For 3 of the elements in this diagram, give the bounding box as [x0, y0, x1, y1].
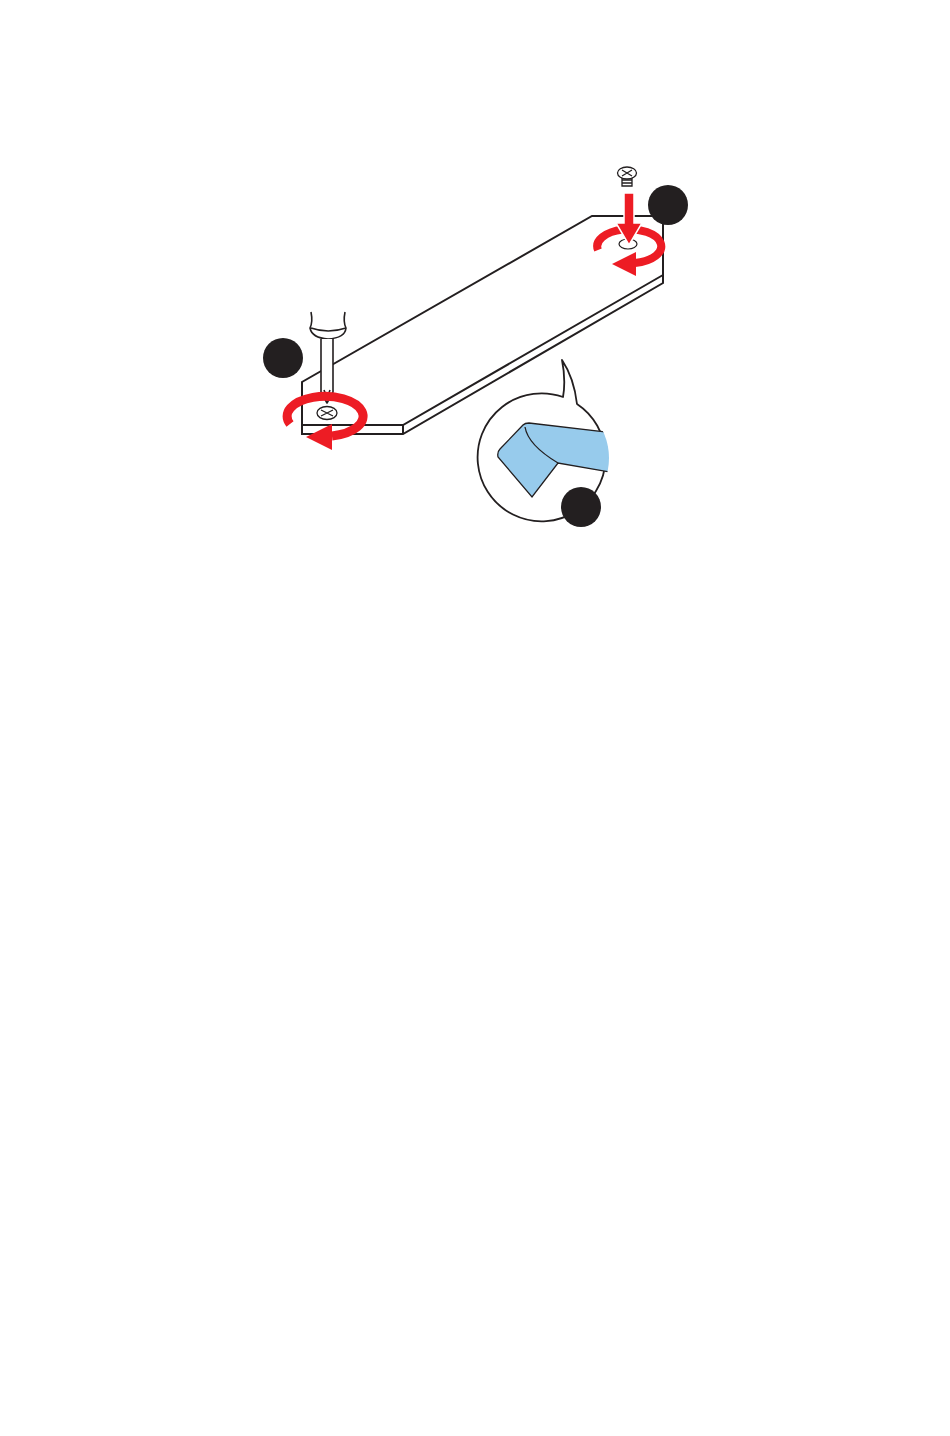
step-marker	[648, 185, 688, 225]
step-marker	[263, 338, 303, 378]
step-marker	[561, 487, 601, 527]
